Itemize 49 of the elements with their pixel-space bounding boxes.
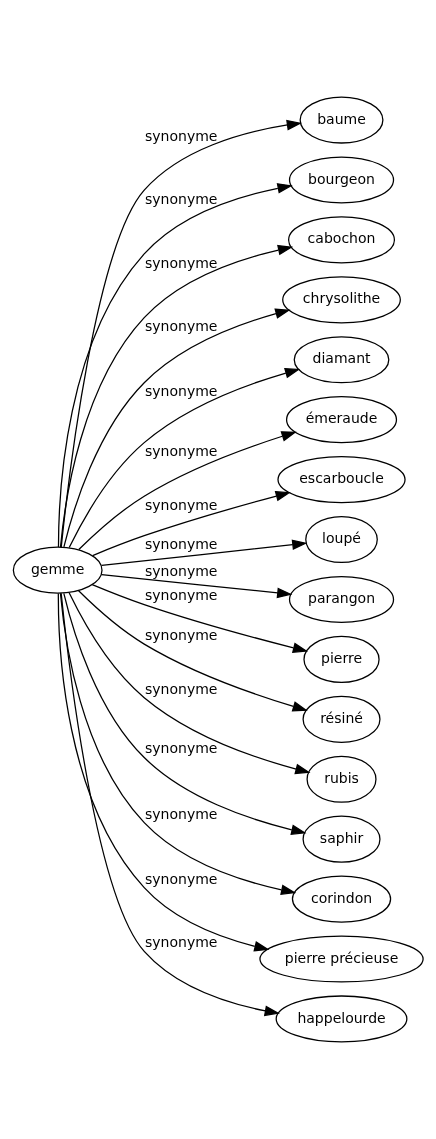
arrow [91, 583, 309, 653]
arrow [60, 119, 303, 548]
edge-label: synonyme [144, 496, 218, 513]
edge-label: synonyme [144, 805, 218, 822]
arrow [63, 308, 291, 548]
arrow [78, 431, 297, 551]
edge-label: synonyme [144, 627, 218, 644]
arrow [59, 244, 294, 548]
node-ellipse: saphir [302, 815, 381, 863]
edge-label: synonyme [144, 536, 218, 553]
edge-label: synonyme [144, 680, 218, 697]
node-ellipse: émeraude [285, 396, 398, 444]
arrow [92, 490, 291, 557]
edge-label: synonyme [144, 870, 218, 887]
node-ellipse: loupé [305, 515, 378, 564]
arrow [63, 592, 307, 835]
edge-label: synonyme [144, 740, 218, 757]
edge-label: synonyme [144, 563, 218, 580]
node-ellipse: corindon [291, 875, 392, 923]
node-ellipse: résiné [302, 695, 381, 743]
node-ellipse: pierre précieuse [259, 935, 424, 983]
node-ellipse: diamant [293, 336, 390, 384]
node-ellipse: bourgeon [288, 156, 395, 204]
edge-label: synonyme [144, 254, 218, 271]
node-ellipse: rubis [306, 755, 377, 803]
node-ellipse: pierre [303, 635, 380, 683]
node-ellipse: chrysolithe [282, 276, 401, 324]
node-ellipse: gemme [12, 546, 103, 594]
arrow [77, 589, 308, 712]
edge-label: synonyme [144, 587, 218, 604]
arrow [68, 592, 311, 775]
arrow [57, 183, 293, 548]
edge-label: synonyme [144, 128, 218, 145]
edge-label: synonyme [144, 934, 218, 951]
arrow [101, 573, 293, 599]
arrow [101, 539, 308, 567]
edge-label: synonyme [144, 190, 218, 207]
arrow [57, 592, 270, 952]
node-ellipse: escarboucle [277, 456, 406, 504]
arrow [60, 592, 280, 1017]
node-ellipse: happelourde [275, 995, 408, 1043]
arrow [59, 592, 297, 896]
edge-label: synonyme [144, 443, 218, 460]
arrow [68, 367, 301, 549]
edge-label: synonyme [144, 383, 218, 400]
node-ellipse: baume [299, 96, 384, 144]
node-ellipse: parangon [288, 575, 395, 624]
node-ellipse: cabochon [288, 216, 396, 264]
edge-label: synonyme [144, 318, 218, 335]
